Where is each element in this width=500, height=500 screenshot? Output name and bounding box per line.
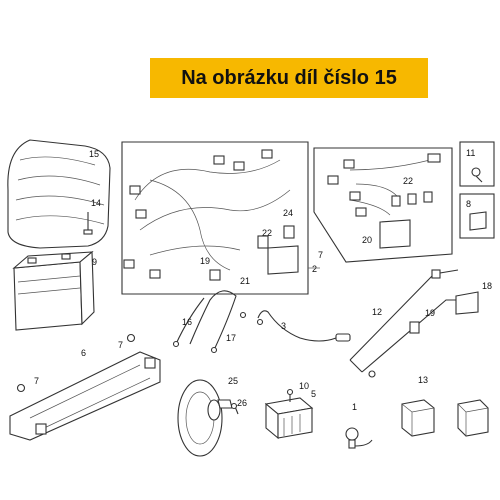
label-20: 20	[362, 235, 372, 245]
relay-harness-box	[313, 147, 453, 263]
part-25-screw	[230, 402, 239, 415]
label-24: 25	[228, 376, 238, 386]
label-2: 2	[312, 264, 317, 274]
label-22a: 22	[262, 228, 272, 238]
label-21: 21	[240, 276, 250, 286]
label-19b: 19	[425, 308, 435, 318]
part-24-horn	[177, 379, 233, 457]
label-4: 5	[311, 389, 316, 399]
label-19a: 19	[200, 256, 210, 266]
label-14: 14	[91, 198, 101, 208]
label-1: 1	[352, 402, 357, 412]
part-9-battery	[12, 250, 95, 331]
part-12-cable	[349, 269, 479, 378]
label-22b: 22	[403, 176, 413, 186]
part-10-screw	[286, 388, 294, 402]
label-5: 6	[81, 348, 86, 358]
part-8-box	[459, 193, 495, 239]
screw-7-top	[126, 333, 136, 343]
label-13: 13	[418, 375, 428, 385]
label-6: 7	[318, 250, 323, 260]
part-15-cover	[7, 139, 111, 249]
part-11-box	[459, 141, 495, 187]
label-8: 8	[466, 199, 471, 209]
label-18: 18	[482, 281, 492, 291]
label-7a: 7	[118, 340, 123, 350]
highlight-banner: Na obrázku díl číslo 15	[150, 58, 428, 98]
part-5-bracket	[9, 351, 161, 441]
part-1-bulb	[345, 427, 373, 449]
part-4-regulator	[264, 397, 314, 440]
label-11: 11	[466, 148, 475, 158]
label-15: 15	[89, 149, 99, 159]
label-25: 26	[237, 398, 247, 408]
label-17: 17	[226, 333, 236, 343]
wiring-harness-box	[121, 141, 309, 295]
banner-text: Na obrázku díl číslo 15	[181, 66, 397, 89]
label-16: 16	[182, 317, 192, 327]
label-9: 9	[92, 257, 97, 267]
part-3-cable	[256, 310, 351, 342]
label-7b: 7	[34, 376, 39, 386]
part-26-relay	[457, 399, 489, 437]
label-3: 3	[281, 321, 286, 331]
part-16-17-cables	[172, 290, 247, 354]
label-12: 12	[372, 307, 382, 317]
screw-7-left	[16, 383, 26, 393]
part-13-relay	[401, 399, 435, 437]
label-10: 10	[299, 381, 309, 391]
part-14-screw	[83, 212, 93, 235]
label-23: 24	[283, 208, 293, 218]
